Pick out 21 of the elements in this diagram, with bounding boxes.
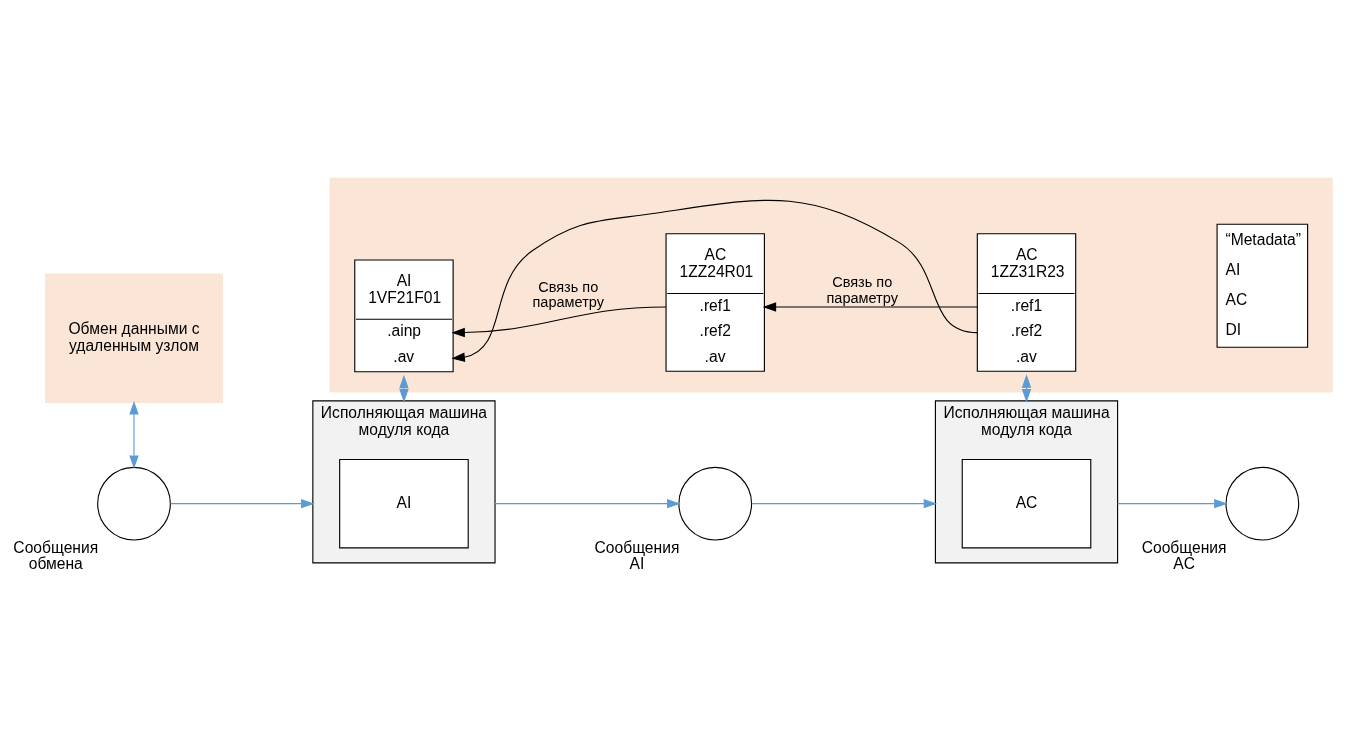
arrow [451, 305, 667, 337]
edge-label: Связь по параметру [826, 273, 898, 306]
arrow [494, 498, 681, 508]
arrow [399, 374, 409, 403]
arrow [170, 498, 315, 508]
arrow [762, 301, 978, 312]
arrow [751, 498, 938, 508]
node-box: AI [339, 458, 469, 548]
node-circle [678, 466, 753, 541]
node-label: Сообщения обмена [13, 538, 99, 572]
node-box: Обмен данными с удаленным узлом [45, 272, 223, 403]
node-circle [97, 466, 171, 541]
edge-label: Связь по параметру [532, 278, 604, 310]
arrow [451, 199, 978, 362]
node-label: Сообщения AI [594, 538, 680, 572]
node-circle [1225, 466, 1300, 541]
arrow [1021, 373, 1032, 403]
node-label: Сообщения AC [1141, 538, 1227, 572]
node-box: AC [961, 458, 1092, 548]
arrow [1117, 498, 1228, 508]
arrow [129, 400, 139, 469]
